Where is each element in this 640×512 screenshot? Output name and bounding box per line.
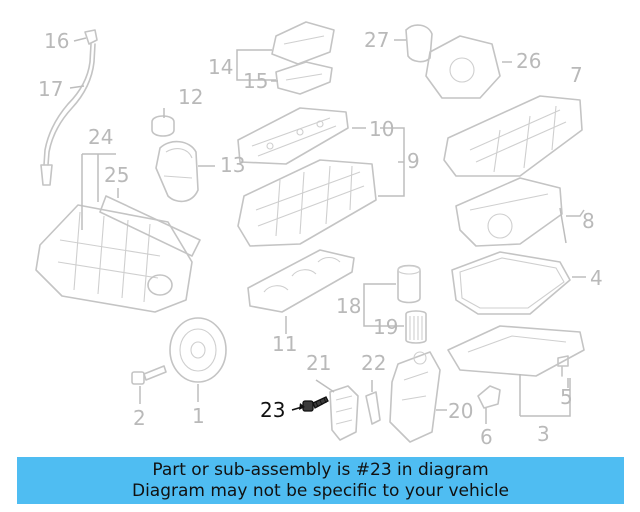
callout-24: 24 <box>88 125 113 149</box>
oil-pan-sensor <box>477 385 501 409</box>
callout-14: 14 <box>208 55 233 79</box>
callout-labels: 16 17 24 25 12 13 14 15 10 9 11 18 19 27… <box>38 28 603 449</box>
callout-11: 11 <box>272 332 297 356</box>
oil-pan <box>447 325 585 377</box>
callout-25: 25 <box>104 163 129 187</box>
head-gasket <box>247 249 355 313</box>
banner-line-part: Part or sub-assembly is #23 in diagram <box>152 460 489 480</box>
lower-block <box>455 177 563 247</box>
crank-pulley <box>169 317 227 383</box>
callout-20: 20 <box>448 399 473 423</box>
oil-cooler <box>329 385 381 441</box>
upper-covers <box>271 21 335 95</box>
crank-bolt <box>131 365 167 385</box>
banner-line-disclaimer: Diagram may not be specific to your vehi… <box>131 481 509 501</box>
callout-1: 1 <box>192 404 205 428</box>
callout-7: 7 <box>570 63 583 87</box>
callout-27: 27 <box>364 28 389 52</box>
bolt-part-23 <box>302 396 329 412</box>
intake-manifold <box>35 195 201 313</box>
oil-filter <box>397 264 427 344</box>
pump-housing <box>405 24 501 99</box>
callout-12: 12 <box>178 85 203 109</box>
part-info-banner: Part or sub-assembly is #23 in diagram D… <box>17 457 624 504</box>
cylinder-head <box>237 159 377 247</box>
callout-17: 17 <box>38 77 63 101</box>
callout-10: 10 <box>369 117 394 141</box>
callout-23: 23 <box>260 398 285 422</box>
dipstick-assembly <box>40 29 98 186</box>
callout-16: 16 <box>44 29 69 53</box>
callout-18: 18 <box>336 294 361 318</box>
callout-21: 21 <box>306 351 331 375</box>
engine-block <box>443 95 583 177</box>
callout-4: 4 <box>590 266 603 290</box>
valve-cover <box>237 107 349 165</box>
callout-2: 2 <box>133 406 146 430</box>
callout-9: 9 <box>407 149 420 173</box>
drain-plug <box>557 355 569 377</box>
callout-6: 6 <box>480 425 493 449</box>
callout-13: 13 <box>220 153 245 177</box>
callout-8: 8 <box>582 209 595 233</box>
callout-15: 15 <box>243 69 268 93</box>
callout-5: 5 <box>560 385 573 409</box>
exploded-engine-diagram: 16 17 24 25 12 13 14 15 10 9 11 18 19 27… <box>35 21 603 449</box>
callout-19: 19 <box>373 315 398 339</box>
callout-26: 26 <box>516 49 541 73</box>
timing-cover <box>151 115 199 203</box>
callout-3: 3 <box>537 422 550 446</box>
oil-pan-gasket <box>451 251 571 315</box>
leader-lines <box>69 37 586 424</box>
oil-filter-housing <box>389 351 441 443</box>
callout-22: 22 <box>361 351 386 375</box>
